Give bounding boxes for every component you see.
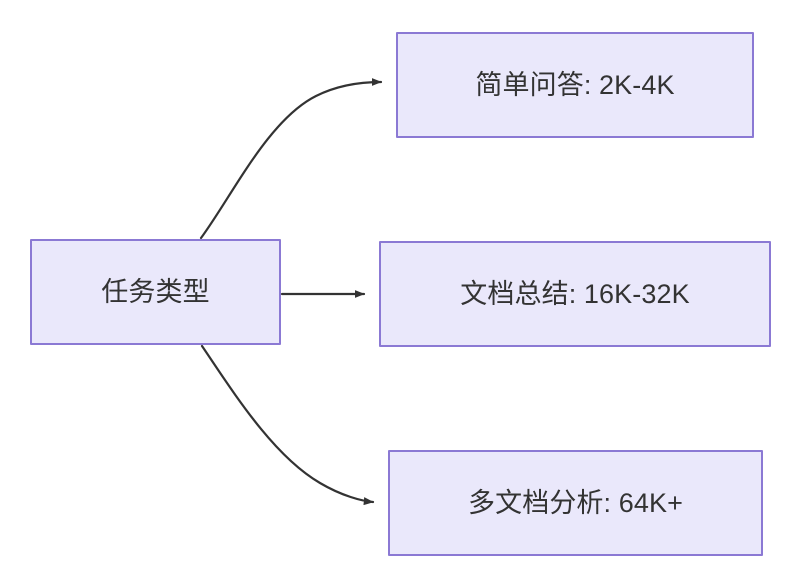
node-document-summary-label: 文档总结: 16K-32K	[460, 278, 690, 309]
node-task-type-label: 任务类型	[101, 276, 210, 307]
node-multi-document-analysis[interactable]: 多文档分析: 64K+	[388, 450, 763, 556]
node-multi-document-analysis-label: 多文档分析: 64K+	[468, 487, 683, 518]
node-simple-qa[interactable]: 简单问答: 2K-4K	[396, 32, 754, 138]
edge-root-to-multi-doc	[200, 344, 375, 506]
node-document-summary[interactable]: 文档总结: 16K-32K	[379, 241, 771, 347]
node-task-type[interactable]: 任务类型	[30, 239, 281, 345]
node-simple-qa-label: 简单问答: 2K-4K	[475, 69, 675, 100]
edge-root-to-simple-qa	[199, 78, 383, 240]
